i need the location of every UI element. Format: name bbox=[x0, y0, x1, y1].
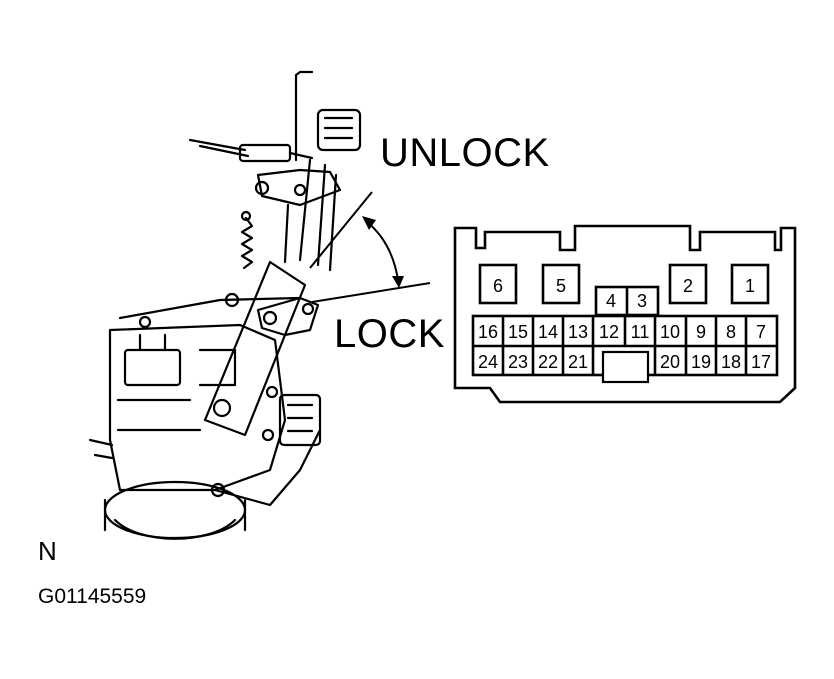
pin-label: 9 bbox=[696, 322, 706, 342]
pin-label: 2 bbox=[683, 276, 693, 296]
pin-label: 10 bbox=[660, 322, 680, 342]
pin-label: 23 bbox=[508, 352, 528, 372]
pin-label: 19 bbox=[691, 352, 711, 372]
view-letter: N bbox=[38, 536, 57, 566]
pin-label: 12 bbox=[599, 322, 619, 342]
pin-label: 21 bbox=[568, 352, 588, 372]
arc-arrow-icon bbox=[365, 220, 399, 281]
pin-label: 24 bbox=[478, 352, 498, 372]
pin-label: 20 bbox=[660, 352, 680, 372]
pin-label: 4 bbox=[606, 291, 616, 311]
pin-label: 15 bbox=[508, 322, 528, 342]
pin-label: 6 bbox=[493, 276, 503, 296]
pin-label: 18 bbox=[721, 352, 741, 372]
pin-label: 13 bbox=[568, 322, 588, 342]
pin-label: 11 bbox=[631, 322, 650, 342]
pin-label: 5 bbox=[556, 276, 566, 296]
unlock-label: UNLOCK bbox=[380, 131, 550, 175]
pin-label: 17 bbox=[751, 352, 771, 372]
pin-label: 1 bbox=[745, 276, 755, 296]
pin-label: 14 bbox=[538, 322, 558, 342]
pin-label: 8 bbox=[726, 322, 736, 342]
figure-code: G01145559 bbox=[38, 585, 147, 608]
pin-label: 16 bbox=[478, 322, 498, 342]
pin-label: 22 bbox=[538, 352, 558, 372]
pin-label: 3 bbox=[637, 291, 647, 311]
pin-label: 7 bbox=[756, 322, 766, 342]
lock-label: LOCK bbox=[334, 312, 445, 356]
